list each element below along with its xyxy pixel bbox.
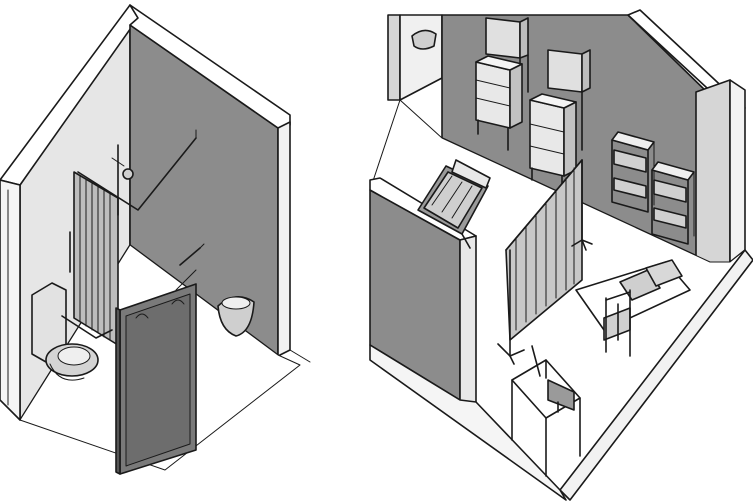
privacy-screen	[497, 159, 593, 365]
grab-bar-shower	[179, 247, 201, 266]
door-handle-icon	[135, 313, 149, 319]
left-room-right-wall-end	[277, 121, 291, 357]
left-room	[0, 4, 311, 475]
monitor-icon	[547, 379, 575, 411]
right-room-left-wall	[387, 14, 401, 101]
right-room-right-wall	[695, 79, 731, 271]
right-room	[369, 9, 753, 501]
toilet-grab-bar	[61, 315, 113, 339]
shower-head-icon	[122, 168, 134, 180]
equipment-tower-1	[475, 17, 529, 151]
wall-lamp-icon	[411, 29, 437, 50]
recliner-chair	[417, 159, 491, 249]
left-room-wall-end	[0, 179, 21, 421]
trolley-2	[651, 161, 695, 245]
shower-curtain-rod	[77, 137, 197, 211]
trolley-1	[611, 131, 655, 213]
chair	[603, 289, 631, 357]
door-frame-edge	[115, 307, 121, 475]
shower-curtain	[73, 171, 119, 346]
